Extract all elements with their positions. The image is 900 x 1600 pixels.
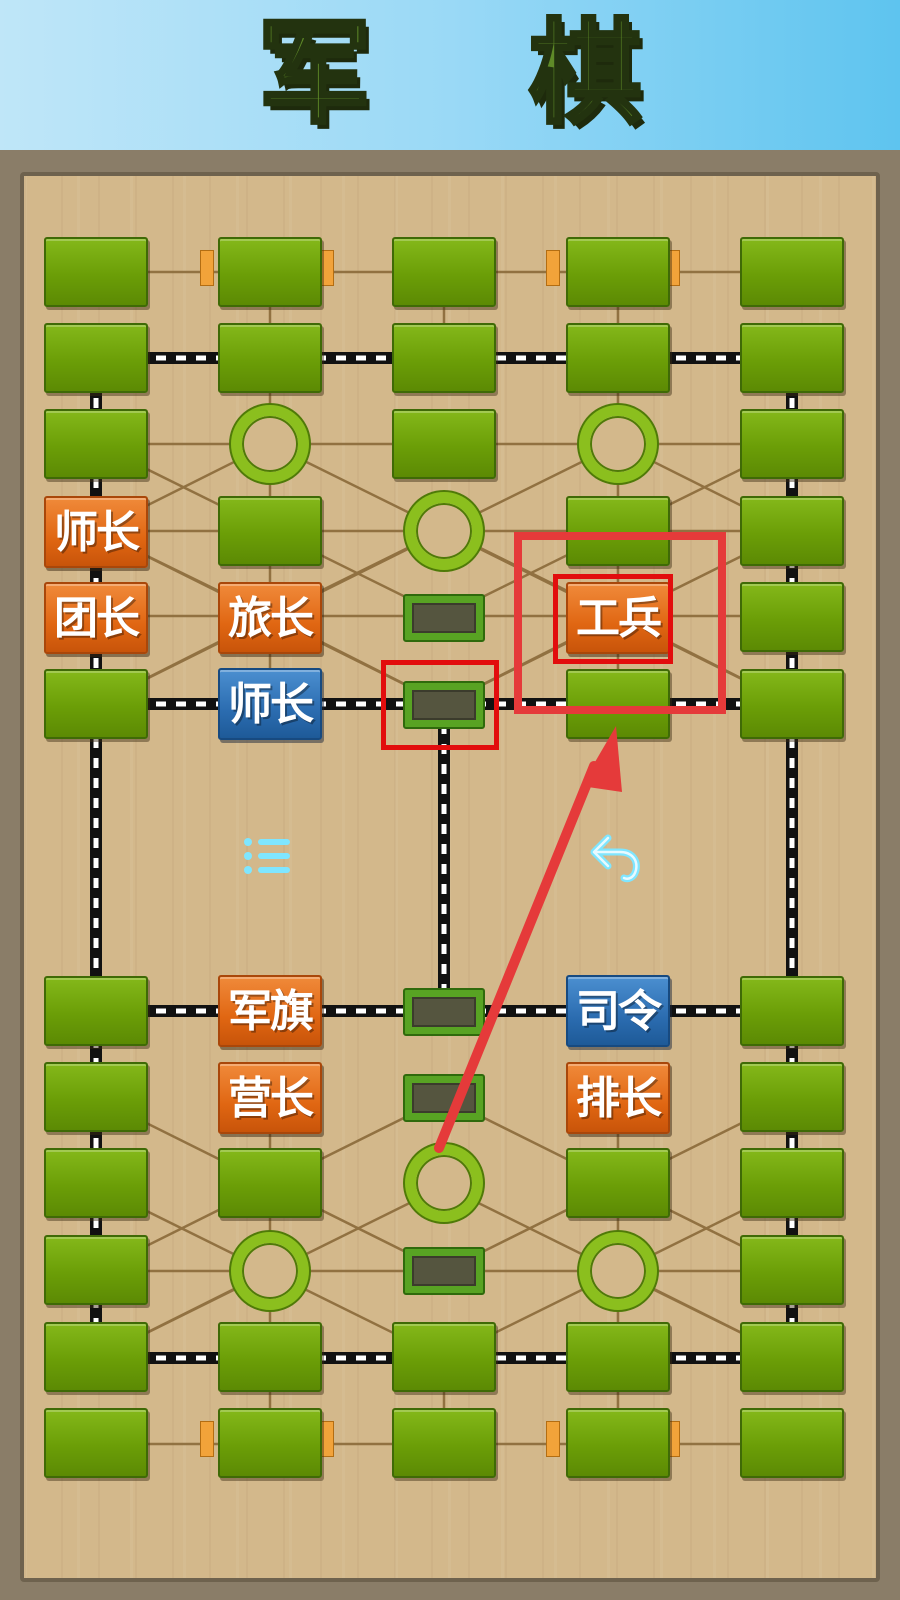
game-board: 师长 团长 旅长 工兵 师长 军旗 司令 营长 排长 [20,172,880,1582]
piece-lvzhang[interactable]: 旅长 [218,582,322,654]
board-cell[interactable] [218,496,322,566]
board-cell[interactable] [566,237,670,307]
camp-cell[interactable] [405,492,483,570]
highlight-box-region [514,532,726,714]
board-cell[interactable] [44,1062,148,1132]
board-cell[interactable] [44,1148,148,1218]
board-cell[interactable] [566,323,670,393]
game-title: 军 棋 [257,7,702,141]
board-cell[interactable] [740,669,844,739]
camp-cell[interactable] [405,1144,483,1222]
board-cell[interactable] [44,323,148,393]
headquarters-cell[interactable] [403,594,485,642]
camp-cell[interactable] [579,405,657,483]
piece-shizhang[interactable]: 师长 [44,496,148,568]
piece-gongbing[interactable]: 工兵 [566,582,670,654]
headquarters-cell[interactable] [403,1247,485,1295]
board-cell[interactable] [44,1408,148,1478]
board-cell[interactable] [44,976,148,1046]
board-cell[interactable] [392,323,496,393]
board-cell[interactable] [392,409,496,479]
board-cell[interactable] [740,582,844,652]
piece-shizhang-blue[interactable]: 师长 [218,668,322,740]
headquarters-cell[interactable] [403,1074,485,1122]
menu-list-icon[interactable] [238,826,298,886]
board-cell[interactable] [740,323,844,393]
piece-junqi[interactable]: 军旗 [218,975,322,1047]
board-cell[interactable] [740,496,844,566]
rail-tab [546,250,560,286]
board-cell[interactable] [740,976,844,1046]
piece-tuanzhang[interactable]: 团长 [44,582,148,654]
board-cell[interactable] [740,1408,844,1478]
board-cell[interactable] [218,1322,322,1392]
highlight-box-target [381,660,499,750]
board-cell[interactable] [44,1322,148,1392]
board-cell[interactable] [44,237,148,307]
undo-arrow-icon[interactable] [586,826,646,886]
header-bar: 军 棋 [0,0,900,150]
board-cell[interactable] [218,1408,322,1478]
board-cell[interactable] [218,323,322,393]
board-cell[interactable] [566,1148,670,1218]
board-cell[interactable] [740,1322,844,1392]
camp-cell[interactable] [579,1232,657,1310]
board-cell[interactable] [392,237,496,307]
headquarters-cell[interactable] [403,988,485,1036]
move-arrow [434,726,622,1153]
board-cell[interactable] [44,669,148,739]
board-cell[interactable] [740,409,844,479]
piece-paizhang[interactable]: 排长 [566,1062,670,1134]
board-cell[interactable] [740,1148,844,1218]
headquarters-cell[interactable] [403,681,485,729]
piece-yingzhang[interactable]: 营长 [218,1062,322,1134]
board-cell[interactable] [218,1148,322,1218]
camp-cell[interactable] [231,405,309,483]
highlight-box-piece [553,574,673,664]
board-cell[interactable] [566,1408,670,1478]
board-cell[interactable] [740,1235,844,1305]
board-cell[interactable] [740,237,844,307]
piece-siling[interactable]: 司令 [566,975,670,1047]
board-cell[interactable] [44,1235,148,1305]
camp-cell[interactable] [231,1232,309,1310]
board-cell[interactable] [566,1322,670,1392]
board-cell[interactable] [392,1322,496,1392]
board-cell[interactable] [566,669,670,739]
rail-tab [200,1421,214,1457]
board-cell[interactable] [392,1408,496,1478]
rail-tab [200,250,214,286]
board-cell[interactable] [218,237,322,307]
rail-tab [546,1421,560,1457]
board-cell[interactable] [566,496,670,566]
board-cell[interactable] [44,409,148,479]
board-cell[interactable] [740,1062,844,1132]
